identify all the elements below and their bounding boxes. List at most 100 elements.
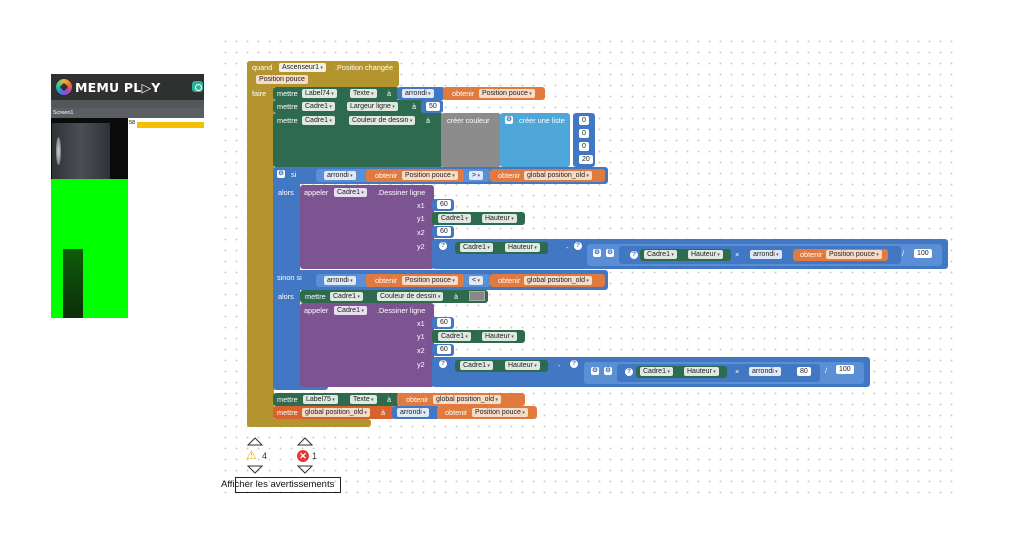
- color-swatch[interactable]: [469, 291, 485, 301]
- emulator-settings-icon[interactable]: [192, 81, 203, 92]
- set-component-dropdown[interactable]: Label74: [302, 89, 337, 98]
- number-field[interactable]: 60: [437, 200, 451, 209]
- screen-titlebar: [51, 108, 204, 118]
- set-property-dropdown[interactable]: Largeur ligne: [347, 102, 398, 111]
- get-var-dropdown[interactable]: global position_old: [524, 276, 592, 285]
- set-var-dropdown[interactable]: global position_old: [302, 408, 370, 417]
- set-to-label: à: [387, 395, 392, 404]
- compare-op-dropdown[interactable]: >: [469, 171, 483, 180]
- error-icon: ✕: [297, 450, 309, 462]
- make-color-label: créer couleur: [447, 116, 490, 125]
- warning-next-arrow-icon[interactable]: [247, 465, 263, 474]
- warning-icon: ⚠: [246, 448, 257, 462]
- event-component-dropdown[interactable]: Ascenseur1: [279, 63, 326, 72]
- get-var-dropdown[interactable]: Position pouce: [402, 171, 458, 180]
- set-property-dropdown[interactable]: Couleur de dessin: [377, 292, 444, 301]
- help-icon[interactable]: ?: [439, 360, 447, 368]
- error-next-arrow-icon[interactable]: [297, 465, 313, 474]
- set-to-label: à: [387, 89, 392, 98]
- round-dropdown[interactable]: arrondi: [750, 250, 782, 259]
- list-item-value[interactable]: 0: [579, 129, 589, 138]
- event-param[interactable]: Position pouce: [256, 75, 308, 84]
- get-keyword: obtenir: [406, 395, 429, 404]
- help-icon[interactable]: ?: [439, 242, 447, 250]
- help-icon[interactable]: ?: [625, 368, 633, 376]
- number-field[interactable]: 100: [914, 249, 932, 258]
- prop-component-dropdown[interactable]: Cadre1: [438, 214, 471, 223]
- show-warnings-label: Afficher les avertissements: [221, 479, 335, 490]
- call-drawline-block[interactable]: [300, 303, 434, 387]
- warning-prev-arrow-icon[interactable]: [247, 437, 263, 446]
- prop-property-dropdown[interactable]: Hauteur: [688, 250, 723, 259]
- event-left-bar: [247, 61, 274, 427]
- get-keyword: obtenir: [375, 276, 398, 285]
- number-field[interactable]: 80: [797, 367, 811, 376]
- prop-property-dropdown[interactable]: Hauteur: [505, 243, 540, 252]
- prop-component-dropdown[interactable]: Cadre1: [460, 361, 493, 370]
- number-field[interactable]: 60: [437, 318, 451, 327]
- prop-property-dropdown[interactable]: Hauteur: [684, 367, 719, 376]
- divide-operator: /: [902, 249, 905, 258]
- prop-component-dropdown[interactable]: Cadre1: [644, 250, 677, 259]
- mutator-gear-icon[interactable]: ⚙: [505, 116, 513, 124]
- number-field[interactable]: 100: [836, 365, 854, 374]
- prop-component-dropdown[interactable]: Cadre1: [438, 332, 471, 341]
- set-component-dropdown[interactable]: Cadre1: [302, 102, 335, 111]
- make-color-block[interactable]: [441, 113, 501, 167]
- number-field[interactable]: 60: [437, 227, 451, 236]
- set-component-dropdown[interactable]: Cadre1: [302, 116, 335, 125]
- number-field[interactable]: 50: [426, 102, 440, 111]
- set-component-dropdown[interactable]: Label75: [303, 395, 338, 404]
- get-var-dropdown[interactable]: global position_old: [433, 395, 501, 404]
- round-dropdown[interactable]: arrondi: [402, 89, 434, 98]
- set-property-dropdown[interactable]: Texte: [350, 395, 377, 404]
- prop-property-dropdown[interactable]: Hauteur: [482, 332, 517, 341]
- compare-op-dropdown[interactable]: <: [469, 276, 483, 285]
- help-icon[interactable]: ?: [630, 251, 638, 259]
- show-warnings-button[interactable]: Afficher les avertissements: [221, 477, 341, 493]
- get-keyword: obtenir: [375, 171, 398, 180]
- list-item-value[interactable]: 0: [579, 116, 589, 125]
- times-operator: ×: [735, 250, 740, 259]
- list-item-value[interactable]: 0: [579, 142, 589, 151]
- prop-component-dropdown[interactable]: Cadre1: [460, 243, 493, 252]
- error-prev-arrow-icon[interactable]: [297, 437, 313, 446]
- help-icon[interactable]: ?: [570, 360, 578, 368]
- event-when-label: quand: [252, 63, 273, 72]
- get-var-dropdown[interactable]: Position pouce: [479, 89, 535, 98]
- get-var-dropdown[interactable]: Position pouce: [826, 250, 882, 259]
- number-field[interactable]: 60: [437, 345, 451, 354]
- list-item-value[interactable]: 20: [579, 155, 593, 164]
- prop-property-dropdown[interactable]: Hauteur: [505, 361, 540, 370]
- mutator-gear-icon[interactable]: ⚙: [606, 249, 614, 257]
- get-var-dropdown[interactable]: global position_old: [524, 171, 592, 180]
- round-dropdown[interactable]: arrondi: [324, 171, 356, 180]
- set-component-dropdown[interactable]: Cadre1: [330, 292, 363, 301]
- get-keyword: obtenir: [498, 276, 521, 285]
- set-keyword: mettre: [305, 292, 326, 301]
- mutator-gear-icon[interactable]: ⚙: [593, 249, 601, 257]
- prop-property-dropdown[interactable]: Hauteur: [482, 214, 517, 223]
- set-property-dropdown[interactable]: Couleur de dessin: [349, 116, 416, 125]
- emulator-brand: MEMU PL▷Y: [75, 80, 161, 95]
- mutator-gear-icon[interactable]: ⚙: [591, 367, 599, 375]
- get-var-dropdown[interactable]: Position pouce: [402, 276, 458, 285]
- set-keyword: mettre: [277, 89, 298, 98]
- round-dropdown[interactable]: arrondi: [749, 367, 781, 376]
- set-keyword: mettre: [277, 116, 298, 125]
- call-component-dropdown[interactable]: Cadre1: [334, 306, 367, 315]
- call-component-dropdown[interactable]: Cadre1: [334, 188, 367, 197]
- prop-component-dropdown[interactable]: Cadre1: [640, 367, 673, 376]
- get-var-dropdown[interactable]: Position pouce: [472, 408, 528, 417]
- if-keyword: si: [291, 170, 297, 179]
- vertical-slider[interactable]: [52, 123, 110, 179]
- round-dropdown[interactable]: arrondi: [397, 408, 429, 417]
- round-dropdown[interactable]: arrondi: [324, 276, 356, 285]
- if-gear-icon[interactable]: ⚙: [277, 170, 285, 178]
- call-drawline-block[interactable]: [300, 185, 434, 269]
- set-property-dropdown[interactable]: Texte: [350, 89, 377, 98]
- list-values: [573, 113, 595, 167]
- mutator-gear-icon[interactable]: ⚙: [604, 367, 612, 375]
- help-icon[interactable]: ?: [574, 242, 582, 250]
- drawn-lines: [63, 249, 83, 318]
